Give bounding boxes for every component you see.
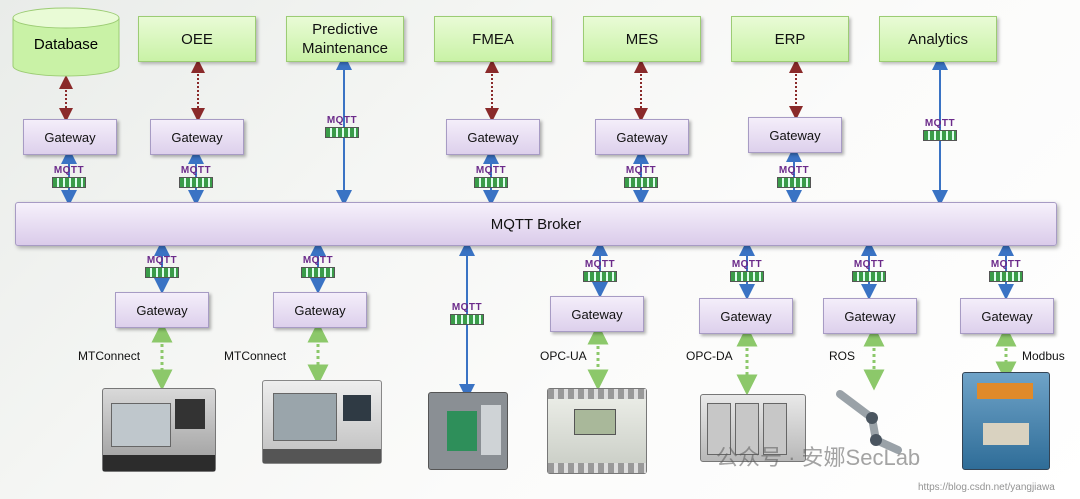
mqtt-badge: MQTT	[301, 256, 335, 278]
gateway-label: Gateway	[171, 129, 223, 145]
gateway-label: Gateway	[467, 129, 519, 145]
gateway-bottom-ros: Gateway	[823, 298, 917, 334]
protocol-label-opcda: OPC-DA	[686, 349, 733, 363]
mqtt-broker: MQTT Broker	[15, 202, 1057, 246]
app-label-mes: MES	[625, 30, 659, 48]
mqtt-badge: MQTT	[145, 256, 179, 278]
gateway-label: Gateway	[981, 308, 1033, 324]
gateway-bottom-opcda: Gateway	[699, 298, 793, 334]
press-machine-image	[962, 372, 1050, 470]
mqtt-badge: MQTT	[450, 303, 484, 325]
protocol-label-ros: ROS	[829, 349, 856, 363]
gateway-label: Gateway	[844, 308, 896, 324]
mqtt-badge: MQTT	[325, 116, 359, 138]
app-fmea: FMEA	[434, 16, 552, 62]
gateway-bottom-modbus: Gateway	[960, 298, 1054, 334]
mqtt-badge: MQTT	[923, 119, 957, 141]
mqtt-badge: MQTT	[730, 260, 764, 282]
mqtt-badge: MQTT	[583, 260, 617, 282]
plc-rack-image	[700, 394, 806, 462]
gateway-label: Gateway	[294, 302, 346, 318]
cnc-lathe-image	[102, 388, 216, 472]
app-label-database: Database	[33, 36, 99, 53]
app-label-oee: OEE	[181, 30, 213, 48]
gateway-label: Gateway	[136, 302, 188, 318]
mqtt-badge: MQTT	[474, 166, 508, 188]
gateway-top-database: Gateway	[23, 119, 117, 155]
app-predictive-maintenance: Predictive Maintenance	[286, 16, 404, 62]
gateway-label: Gateway	[571, 306, 623, 322]
mqtt-badge: MQTT	[989, 260, 1023, 282]
gateway-bottom-mtconnect-2: Gateway	[273, 292, 367, 328]
app-label-fmea: FMEA	[472, 30, 514, 48]
app-label-erp: ERP	[774, 30, 806, 48]
control-panel-image	[428, 392, 508, 470]
gateway-bottom-opcua: Gateway	[550, 296, 644, 332]
app-analytics: Analytics	[879, 16, 997, 62]
app-oee: OEE	[138, 16, 256, 62]
mqtt-badge: MQTT	[52, 166, 86, 188]
broker-label: MQTT Broker	[490, 215, 582, 233]
gateway-top-fmea: Gateway	[446, 119, 540, 155]
mqtt-badge: MQTT	[624, 166, 658, 188]
app-label-predictive: Predictive Maintenance	[302, 21, 388, 57]
gateway-bottom-mtconnect-1: Gateway	[115, 292, 209, 328]
cnc-machine-image	[262, 380, 382, 464]
gateway-top-mes: Gateway	[595, 119, 689, 155]
app-mes: MES	[583, 16, 701, 62]
protocol-label-mtconnect: MTConnect	[78, 349, 141, 363]
mqtt-badge: MQTT	[179, 166, 213, 188]
gateway-top-oee: Gateway	[150, 119, 244, 155]
gateway-label: Gateway	[44, 129, 96, 145]
watermark-text: 公众号 · 安娜SecLab	[716, 445, 921, 470]
gateway-label: Gateway	[616, 129, 668, 145]
app-label-analytics: Analytics	[907, 30, 969, 48]
robot-arm-image	[832, 384, 922, 460]
app-erp: ERP	[731, 16, 849, 62]
protocol-label-opcua: OPC-UA	[540, 349, 587, 363]
protocol-label-modbus: Modbus	[1022, 349, 1065, 363]
database-cylinder: Database	[11, 6, 121, 77]
plc-logo-image	[547, 388, 647, 474]
gateway-label: Gateway	[720, 308, 772, 324]
protocol-label-mtconnect: MTConnect	[224, 349, 287, 363]
gateway-label: Gateway	[769, 127, 821, 143]
gateway-top-erp: Gateway	[748, 117, 842, 153]
mqtt-badge: MQTT	[852, 260, 886, 282]
source-url: https://blog.csdn.net/yangjiawa	[918, 482, 1055, 493]
mqtt-badge: MQTT	[777, 166, 811, 188]
